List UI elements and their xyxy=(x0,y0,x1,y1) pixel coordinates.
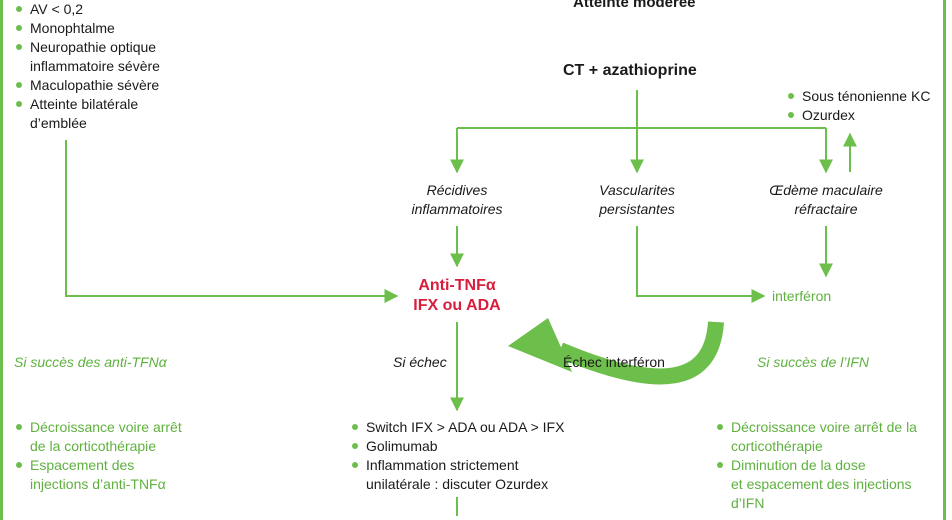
failure-option-item: Switch IFX > ADA ou ADA > IFX xyxy=(350,418,564,437)
arrow-severe-to-antitnf xyxy=(65,140,399,303)
severity-label: Atteinte modérée xyxy=(573,0,696,11)
label-success-anti-tnf: Si succès des anti-TFNα xyxy=(14,354,167,370)
anti-tnf-title: Anti-TNFα xyxy=(418,277,496,294)
interferon-failure-curved-arrow xyxy=(508,318,724,385)
failure-option-item: Golimumab xyxy=(350,437,564,456)
label-interferon-failure: Échec interféron xyxy=(563,354,665,370)
label-success-ifn: Si succès de l’IFN xyxy=(757,354,870,370)
severe-criterion-item: Monophtalme xyxy=(14,19,160,38)
local-option-item: Ozurdex xyxy=(786,106,930,125)
arrow-vascularites-to-ifn xyxy=(636,226,766,303)
label-if-failure: Si échec xyxy=(393,354,447,370)
local-option-item: Sous ténonienne KC xyxy=(786,87,930,106)
severe-criterion-item: Maculopathie sévère xyxy=(14,76,160,95)
interferon-node: interféron xyxy=(772,288,832,304)
anti-tnf-options: IFX ou ADA xyxy=(413,297,501,314)
first-line-treatment: CT + azathioprine xyxy=(563,62,697,79)
severe-criterion-item: AV < 0,2 xyxy=(14,0,160,19)
